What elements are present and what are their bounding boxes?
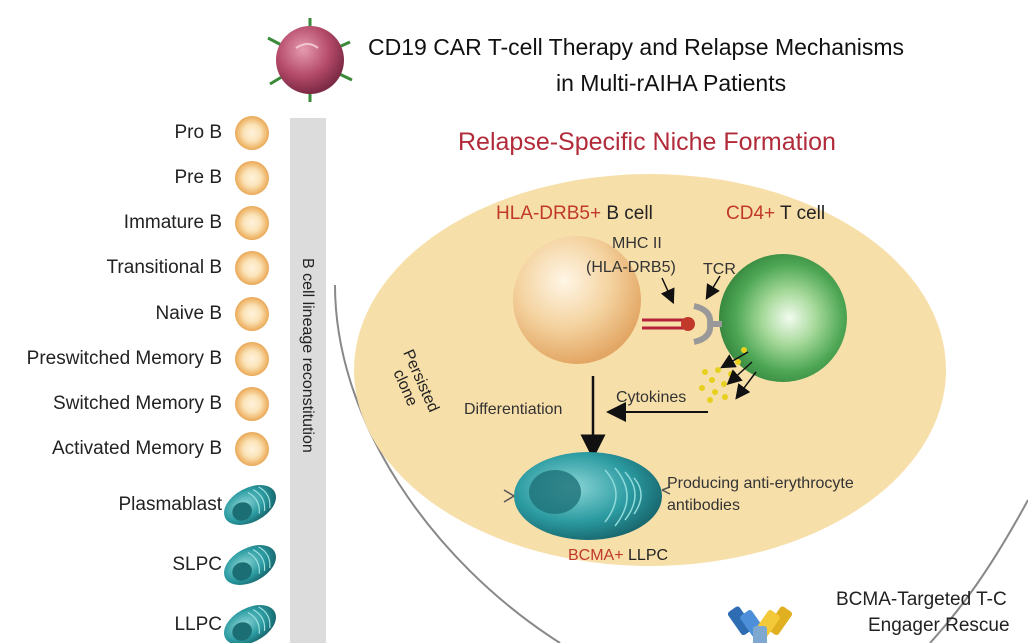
llpc-marker: BCMA+ [568,547,624,564]
rescue-line-2: Engager Rescue [868,615,1010,636]
producing-label-line-1: Producing anti-erythrocyte [667,475,854,492]
t-cell-large [719,254,847,382]
b-cell-icon [235,116,269,150]
rescue-line-1: BCMA-Targeted T-C [836,589,1007,610]
lineage-stage-label: Pre B [174,167,222,188]
mhc-label-line-1: MHC II [612,235,662,252]
b-cell-icon [235,206,269,240]
title-line-2: in Multi-rAIHA Patients [556,70,787,96]
lineage-stage-label: Transitional B [106,257,222,278]
lineage-stage-label: Immature B [123,212,222,233]
b-cell-icon [235,297,269,331]
b-cell-icon [235,387,269,421]
lineage-stage-label: Plasmablast [118,494,223,515]
niche-title: Relapse-Specific Niche Formation [458,128,836,156]
t-cell-heading: CD4+ T cell [726,204,825,223]
b-cell-icon [235,161,269,195]
lineage-bar [290,118,326,643]
lineage-stage-label: SLPC [172,554,222,575]
bispecific-antibody-icon [727,606,793,643]
lineage-bar-label: B cell lineage reconstitution [299,258,316,453]
car-t-cell-icon [267,18,353,102]
b-cell-icon [235,251,269,285]
lineage-stage-label: Activated Memory B [52,438,222,459]
lineage-stage-label: Naive B [155,303,222,324]
plasma-cell-icon [224,485,276,525]
plasma-cell-icon [224,545,276,585]
lineage-stage-label: Preswitched Memory B [26,348,222,369]
producing-label-line-2: antibodies [667,497,740,514]
llpc-heading: BCMA+ LLPC [568,548,668,564]
t-cell-name: T cell [780,203,826,224]
b-cell-name: B cell [606,203,653,224]
cytokines-label: Cytokines [616,389,687,406]
b-cell-icon [235,432,269,466]
lineage-cells [224,116,276,643]
boundary-curve-right [929,499,1028,643]
b-cell-heading: HLA-DRB5+ B cell [496,204,653,223]
lineage-stage-label: LLPC [174,614,222,635]
differentiation-label: Differentiation [464,401,563,418]
llpc-cell-large [503,452,671,540]
llpc-name: LLPC [628,547,669,564]
b-cell-icon [235,342,269,376]
mhc-label-line-2: (HLA-DRB5) [586,259,676,276]
lineage-stage-label: Pro B [174,122,222,143]
tcr-label: TCR [703,261,736,278]
mhc-receptor [642,317,695,331]
title-line-1: CD19 CAR T-cell Therapy and Relapse Mech… [368,34,905,60]
b-cell-large [513,236,641,364]
b-cell-marker: HLA-DRB5+ [496,203,602,224]
t-cell-marker: CD4+ [726,203,776,224]
lineage-stage-label: Switched Memory B [53,393,222,414]
boundary-curve [334,284,561,643]
plasma-cell-icon [224,605,276,643]
